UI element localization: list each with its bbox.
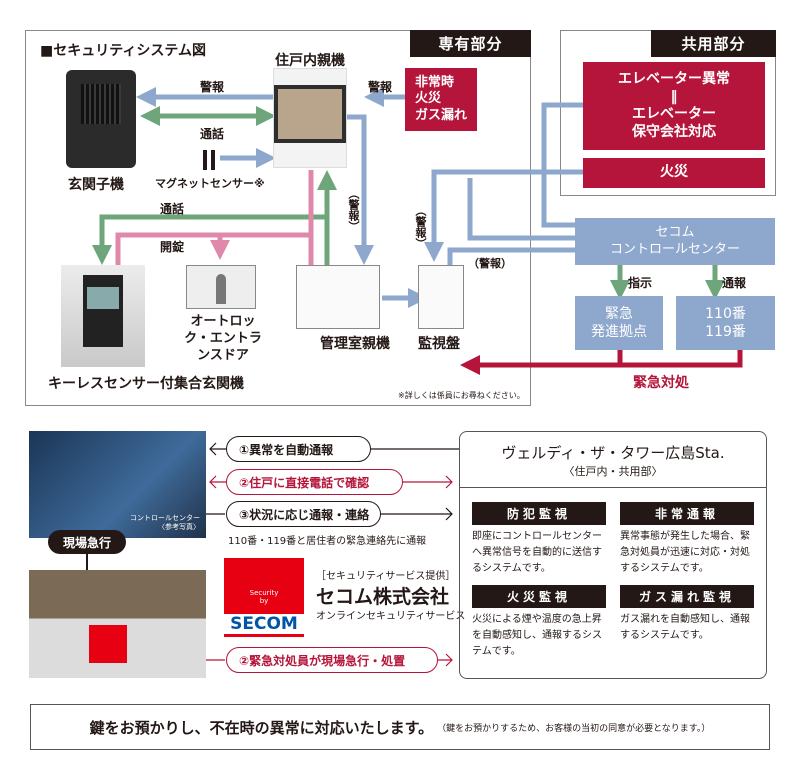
keyless-entrance-image bbox=[61, 265, 145, 367]
service-title: 非常通報 bbox=[620, 502, 754, 525]
panel-to-center-line bbox=[447, 247, 575, 265]
service-crime-monitoring: 防犯監視即座にコントロールセンターへ異常信号を自動的に送信するシステムです。 bbox=[472, 502, 606, 577]
control-center-box: セコムコントロールセンター bbox=[575, 218, 775, 265]
provider-label: ［セキュリティサービス提供］ bbox=[316, 571, 456, 582]
service-fire-monitoring: 火災監視火災による煙や温度の急上昇を自動感知し、通報するシステムです。 bbox=[472, 585, 606, 660]
call-label: 通話 bbox=[200, 127, 225, 141]
monitor-to-manager-arrow bbox=[347, 114, 374, 265]
common-area-header: 共用部分 bbox=[651, 30, 776, 57]
service-title: ガス漏れ監視 bbox=[620, 585, 754, 608]
call-label-2: 通話 bbox=[160, 202, 185, 216]
step3-note: 110番・119番と居住者の緊急連絡先に通報 bbox=[228, 536, 427, 547]
step-auto-report: ①異常を自動通報 bbox=[226, 436, 371, 462]
control-center-photo: コントロールセンター〈参考写真〉 bbox=[29, 431, 206, 538]
unlock-arrow bbox=[115, 232, 311, 265]
note-text: ※詳しくは係員にお尋ねください。 bbox=[398, 391, 525, 400]
monitor-panel-label: 監視盤 bbox=[418, 336, 460, 352]
dispatch-base-box: 緊急発進拠点 bbox=[575, 296, 663, 350]
magnet-sensor-label: マグネットセンサー※ bbox=[155, 177, 265, 190]
fire-text: 火災 bbox=[415, 91, 442, 107]
dispatch-text-1: 緊急 bbox=[605, 305, 633, 322]
secom-car-photo bbox=[29, 570, 206, 678]
emergency-box: 非常時火災ガス漏れ bbox=[405, 68, 477, 131]
service-title: 防犯監視 bbox=[472, 502, 606, 525]
emergency-response-label: 緊急対処 bbox=[633, 375, 689, 391]
common-to-panel-arrow bbox=[424, 169, 583, 262]
step-dispatch: ②緊急対処員が現場急行・処置 bbox=[226, 647, 438, 673]
autolock-door-image bbox=[186, 265, 256, 309]
diagram-title: ■セキュリティシステム図 bbox=[40, 43, 206, 59]
keyless-entrance-label: キーレスセンサー付集合玄関機 bbox=[48, 376, 244, 392]
entrance-unit-label: 玄関子機 bbox=[68, 177, 124, 193]
services-panel: ヴェルディ・ザ・タワー広島Sta. 〈住戸内・共用部〉 防犯監視即座にコントロー… bbox=[459, 431, 767, 679]
instruct-label: 指示 bbox=[628, 276, 653, 290]
manager-unit-image bbox=[296, 265, 380, 329]
autolock-door-text: オートロック・エントランスドア bbox=[184, 314, 262, 363]
footer-note: （鍵をお預かりするため、お客様の当初の同意が必要となります。） bbox=[437, 723, 711, 734]
service-title: 火災監視 bbox=[472, 585, 606, 608]
rush-arrow bbox=[86, 554, 88, 570]
unlock-label: 開錠 bbox=[160, 240, 185, 254]
emergency-arrow bbox=[460, 350, 743, 375]
fire-box: 火災 bbox=[583, 158, 765, 188]
service-gas-monitoring: ガス漏れ監視ガス漏れを自動感知し、通報するシステムです。 bbox=[620, 585, 754, 660]
building-name: ヴェルディ・ザ・タワー広島Sta. bbox=[501, 444, 725, 462]
center-branch bbox=[467, 178, 575, 241]
photo-reference: 〈参考写真〉 bbox=[158, 522, 200, 531]
secom-text: セコム bbox=[655, 224, 695, 240]
monitor-panel-image bbox=[418, 265, 464, 329]
connection-arrows bbox=[92, 87, 743, 375]
autolock-door-label: オートロック・エントランスドア bbox=[178, 314, 268, 365]
logo-security: Security bbox=[249, 589, 279, 597]
elevator-line bbox=[541, 102, 583, 228]
footer-main: 鍵をお預かりし、不在時の異常に対応いたします。 bbox=[89, 718, 434, 737]
photo-caption: コントロールセンター bbox=[130, 513, 200, 522]
company-name: セコム株式会社 bbox=[316, 586, 450, 608]
dispatch-text-2: 発進拠点 bbox=[591, 324, 647, 340]
alarm-label-2: 警報 bbox=[368, 80, 393, 94]
service-scope: 〈住戸内・共用部〉 bbox=[563, 465, 663, 478]
company-sub: オンラインセキュリティサービス bbox=[316, 611, 466, 622]
private-area-frame bbox=[25, 30, 531, 406]
fire-number: 119番 bbox=[705, 324, 746, 340]
private-area-header: 専有部分 bbox=[410, 30, 531, 57]
manager-unit-label: 管理室親機 bbox=[320, 336, 390, 352]
elevator-text: エレベーター bbox=[632, 106, 716, 122]
elevator-box: エレベーター異常‖エレベーター保守会社対応 bbox=[583, 62, 765, 150]
police-number: 110番 bbox=[705, 305, 746, 322]
indoor-monitor-image bbox=[273, 68, 347, 168]
rush-pill: 現場急行 bbox=[48, 530, 126, 554]
maintenance-company-text: 保守会社対応 bbox=[632, 123, 716, 140]
step-report-contact: ③状況に応じ通報・連絡 bbox=[226, 501, 381, 527]
emergency-text: 非常時 bbox=[415, 75, 455, 91]
indoor-monitor-label: 住戸内親機 bbox=[275, 53, 345, 69]
step-phone-confirm: ②住戸に直接電話で確認 bbox=[226, 469, 403, 495]
alarm-label: 警報 bbox=[200, 80, 225, 94]
service-text: ガス漏れを自動感知し、通報するシステムです。 bbox=[620, 614, 750, 641]
report-label: 通報 bbox=[722, 276, 747, 290]
elevator-error-text: エレベーター異常 bbox=[618, 71, 730, 87]
service-emergency-report: 非常通報異常事態が発生した場合、緊急対処員が迅速に対応・対処するシステムです。 bbox=[620, 502, 754, 577]
service-text: 異常事態が発生した場合、緊急対処員が迅速に対応・対処するシステムです。 bbox=[620, 531, 750, 574]
service-text: 火災による煙や温度の急上昇を自動感知し、通報するシステムです。 bbox=[472, 614, 602, 657]
gas-leak-text: ガス漏れ bbox=[415, 107, 468, 123]
emergency-numbers-box: 110番 119番 bbox=[676, 296, 775, 350]
alarm-paren-label-3: （警報） bbox=[468, 257, 512, 270]
magnet-sensor-icon bbox=[203, 150, 207, 170]
footer-box: 鍵をお預かりし、不在時の異常に対応いたします。 （鍵をお預かりするため、お客様の… bbox=[30, 704, 770, 750]
logo-secom: SECOM bbox=[224, 614, 304, 637]
call-to-keyless-arrow bbox=[92, 214, 325, 265]
logo-by: by bbox=[259, 596, 269, 605]
alarm-paren-label-2: （警報） bbox=[414, 205, 427, 249]
control-center-text: コントロールセンター bbox=[609, 241, 740, 257]
entrance-unit-image bbox=[66, 70, 136, 168]
service-text: 即座にコントロールセンターへ異常信号を自動的に送信するシステムです。 bbox=[472, 531, 602, 574]
alarm-paren-label-1: （警報） bbox=[347, 188, 360, 232]
equals-symbol: ‖ bbox=[670, 88, 678, 105]
